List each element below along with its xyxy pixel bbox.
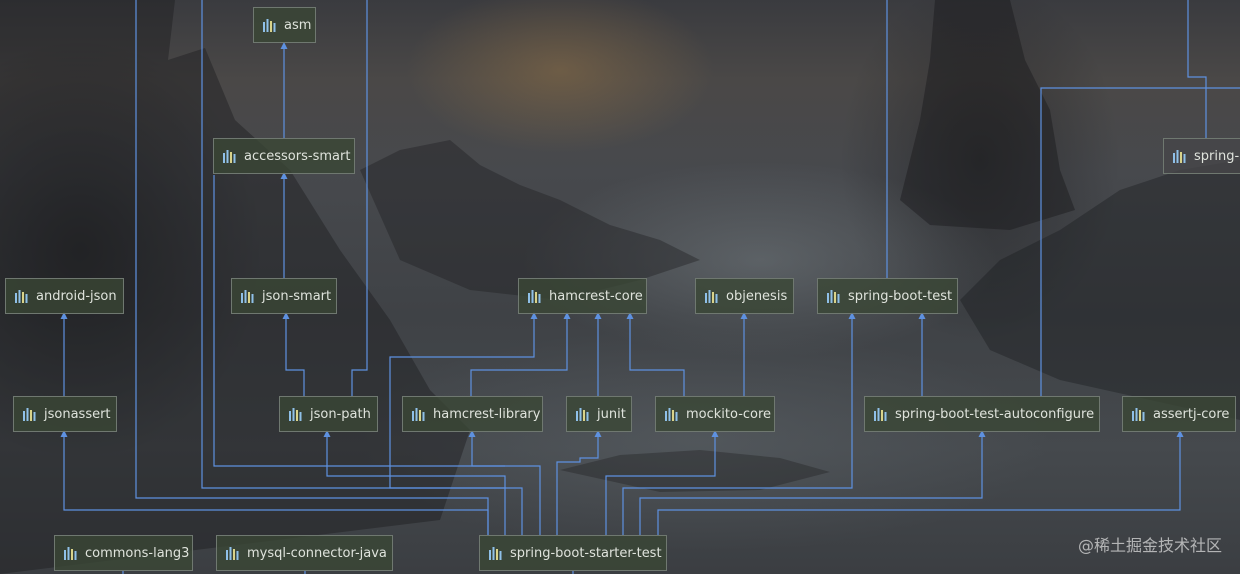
node-hamcrest-core[interactable]: hamcrest-core <box>518 278 647 314</box>
node-spring-boot-test-autoconfigure[interactable]: spring-boot-test-autoconfigure <box>864 396 1100 432</box>
library-icon <box>263 19 276 32</box>
library-icon <box>705 290 718 303</box>
library-icon <box>874 408 887 421</box>
sea-stack <box>900 0 1075 230</box>
node-label: spring-b <box>1194 148 1240 164</box>
node-label: spring-boot-starter-test <box>510 545 662 561</box>
library-icon <box>489 547 502 560</box>
node-mockito-core[interactable]: mockito-core <box>655 396 775 432</box>
library-icon <box>15 290 28 303</box>
node-junit[interactable]: junit <box>566 396 632 432</box>
bottom-rocks <box>560 450 830 492</box>
node-label: mysql-connector-java <box>247 545 387 561</box>
library-icon <box>412 408 425 421</box>
node-label: android-json <box>36 288 117 304</box>
node-objenesis[interactable]: objenesis <box>695 278 794 314</box>
node-label: objenesis <box>726 288 788 304</box>
node-json-smart[interactable]: json-smart <box>231 278 337 314</box>
library-icon <box>576 408 589 421</box>
library-icon <box>223 150 236 163</box>
library-icon <box>64 547 77 560</box>
library-icon <box>1132 408 1145 421</box>
node-label: mockito-core <box>686 406 772 422</box>
node-spring-boot-partial[interactable]: spring-b <box>1163 138 1240 174</box>
node-jsonassert[interactable]: jsonassert <box>13 396 117 432</box>
node-label: hamcrest-core <box>549 288 643 304</box>
library-icon <box>827 290 840 303</box>
library-icon <box>241 290 254 303</box>
library-icon <box>528 290 541 303</box>
node-commons-lang3[interactable]: commons-lang3 <box>54 535 193 571</box>
node-label: accessors-smart <box>244 148 351 164</box>
node-json-path[interactable]: json-path <box>279 396 378 432</box>
node-android-json[interactable]: android-json <box>5 278 124 314</box>
node-mysql-connector-java[interactable]: mysql-connector-java <box>216 535 393 571</box>
library-icon <box>226 547 239 560</box>
library-icon <box>1173 150 1186 163</box>
node-label: spring-boot-test-autoconfigure <box>895 406 1095 422</box>
library-icon <box>23 408 36 421</box>
center-rocks <box>360 140 700 300</box>
node-label: junit <box>597 406 626 422</box>
library-icon <box>289 408 302 421</box>
node-label: json-smart <box>262 288 332 304</box>
node-label: spring-boot-test <box>848 288 953 304</box>
node-label: json-path <box>310 406 371 422</box>
node-assertj-core[interactable]: assertj-core <box>1122 396 1236 432</box>
node-asm[interactable]: asm <box>253 7 316 43</box>
watermark: @稀土掘金技术社区 <box>1077 536 1222 555</box>
node-accessors-smart[interactable]: accessors-smart <box>213 138 355 174</box>
node-label: asm <box>284 17 312 33</box>
node-spring-boot-test[interactable]: spring-boot-test <box>817 278 958 314</box>
node-label: hamcrest-library <box>433 406 541 422</box>
node-label: jsonassert <box>44 406 111 422</box>
library-icon <box>665 408 678 421</box>
node-label: commons-lang3 <box>85 545 190 561</box>
node-label: assertj-core <box>1153 406 1230 422</box>
node-spring-boot-starter-test[interactable]: spring-boot-starter-test <box>479 535 667 571</box>
node-hamcrest-library[interactable]: hamcrest-library <box>402 396 543 432</box>
